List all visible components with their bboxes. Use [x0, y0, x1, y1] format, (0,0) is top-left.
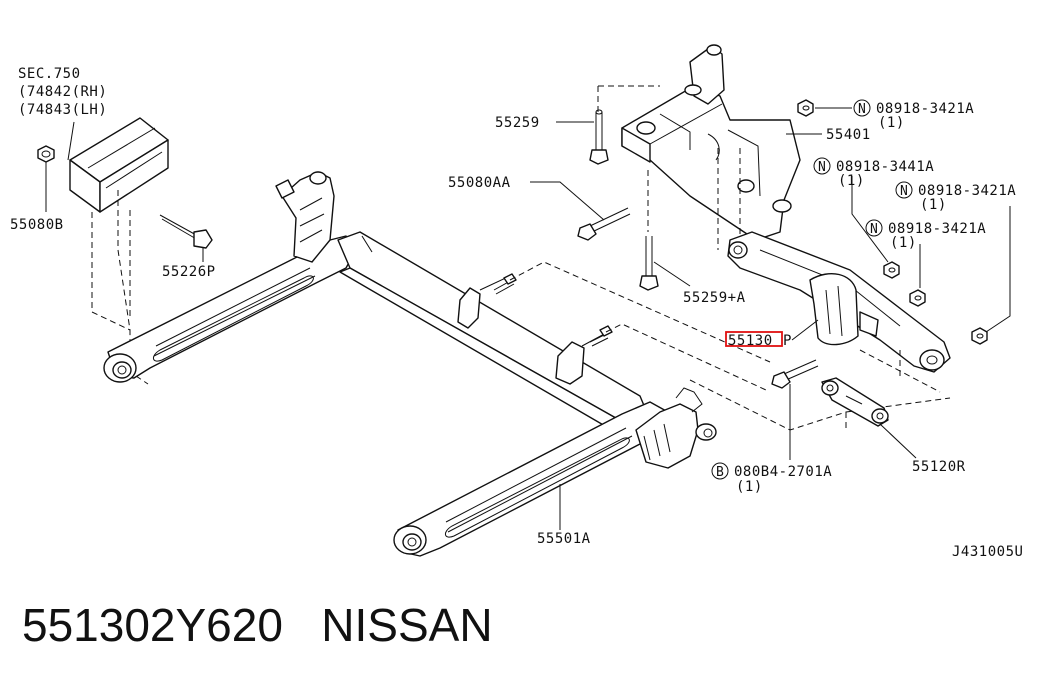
svg-text:N: N: [900, 184, 908, 199]
highlight-55130p: [725, 331, 783, 347]
svg-text:N: N: [858, 102, 866, 117]
nut-08918-3421a-mid: [909, 289, 926, 307]
label-55080b: 55080B: [10, 217, 64, 233]
nut-55080b: [37, 145, 55, 163]
svg-text:B: B: [716, 465, 724, 480]
nut-symbol-n-1: N: [853, 99, 871, 117]
label-55080aa: 55080AA: [448, 175, 511, 191]
sec-ref-line-2: (74842(RH): [18, 84, 107, 100]
label-08918-3421a-1: 08918-3421A: [876, 101, 974, 117]
label-55226p: 55226P: [162, 264, 216, 280]
caption-brand: NISSAN: [321, 599, 493, 651]
sec-ref-line-3: (74843(LH): [18, 102, 107, 118]
label-55130p-suffix: P: [783, 333, 792, 349]
label-55259: 55259: [495, 115, 540, 131]
left-trailing-arm: [103, 171, 357, 383]
mount-bracket-55401: [621, 44, 801, 241]
diagram-code: J431005U: [952, 544, 1023, 560]
label-55120r: 55120R: [912, 459, 966, 475]
nut-symbol-n-2: N: [813, 157, 831, 175]
bolt-080b4-2701a: [771, 359, 819, 389]
label-08918-3421a-3-qty: (1): [890, 235, 917, 251]
link-55120r: [821, 377, 889, 427]
label-08918-3421a-2: 08918-3421A: [918, 183, 1016, 199]
nut-08918-3421a-right: [971, 327, 988, 345]
member-link: [727, 231, 951, 373]
label-08918-3441a-qty: (1): [838, 173, 865, 189]
bolt-symbol-b: B: [711, 462, 729, 480]
svg-text:N: N: [818, 160, 826, 175]
label-55130p-number: 55130: [728, 333, 773, 349]
sec-ref-line-1: SEC.750: [18, 66, 81, 82]
label-08918-3421a-2-qty: (1): [920, 197, 947, 213]
label-55259a: 55259+A: [683, 290, 746, 306]
bolt-55226p: [159, 214, 213, 249]
nut-08918-3421a-top: [797, 99, 814, 117]
caption-part-number: 551302Y620: [22, 599, 283, 651]
bolt-55259a: [639, 236, 659, 291]
nut-symbol-n-3: N: [895, 181, 913, 199]
part-caption: 551302Y620 NISSAN: [22, 598, 493, 652]
label-08918-3441a: 08918-3441A: [836, 159, 934, 175]
label-080b4-2701a: 080B4-2701A: [734, 464, 832, 480]
right-trailing-arm: [393, 387, 717, 557]
label-080b4-2701a-qty: (1): [736, 479, 763, 495]
nut-08918-3441a: [883, 261, 900, 279]
bolt-55259: [589, 109, 609, 165]
label-55501a: 55501A: [537, 531, 591, 547]
label-55401: 55401: [826, 127, 871, 143]
label-08918-3421a-3: 08918-3421A: [888, 221, 986, 237]
bolt-55080aa: [577, 207, 631, 241]
axle-cross-beam: [337, 231, 651, 431]
side-rail-reference: [67, 117, 169, 213]
svg-text:N: N: [870, 222, 878, 237]
label-08918-3421a-1-qty: (1): [878, 115, 905, 131]
nut-symbol-n-4: N: [865, 219, 883, 237]
